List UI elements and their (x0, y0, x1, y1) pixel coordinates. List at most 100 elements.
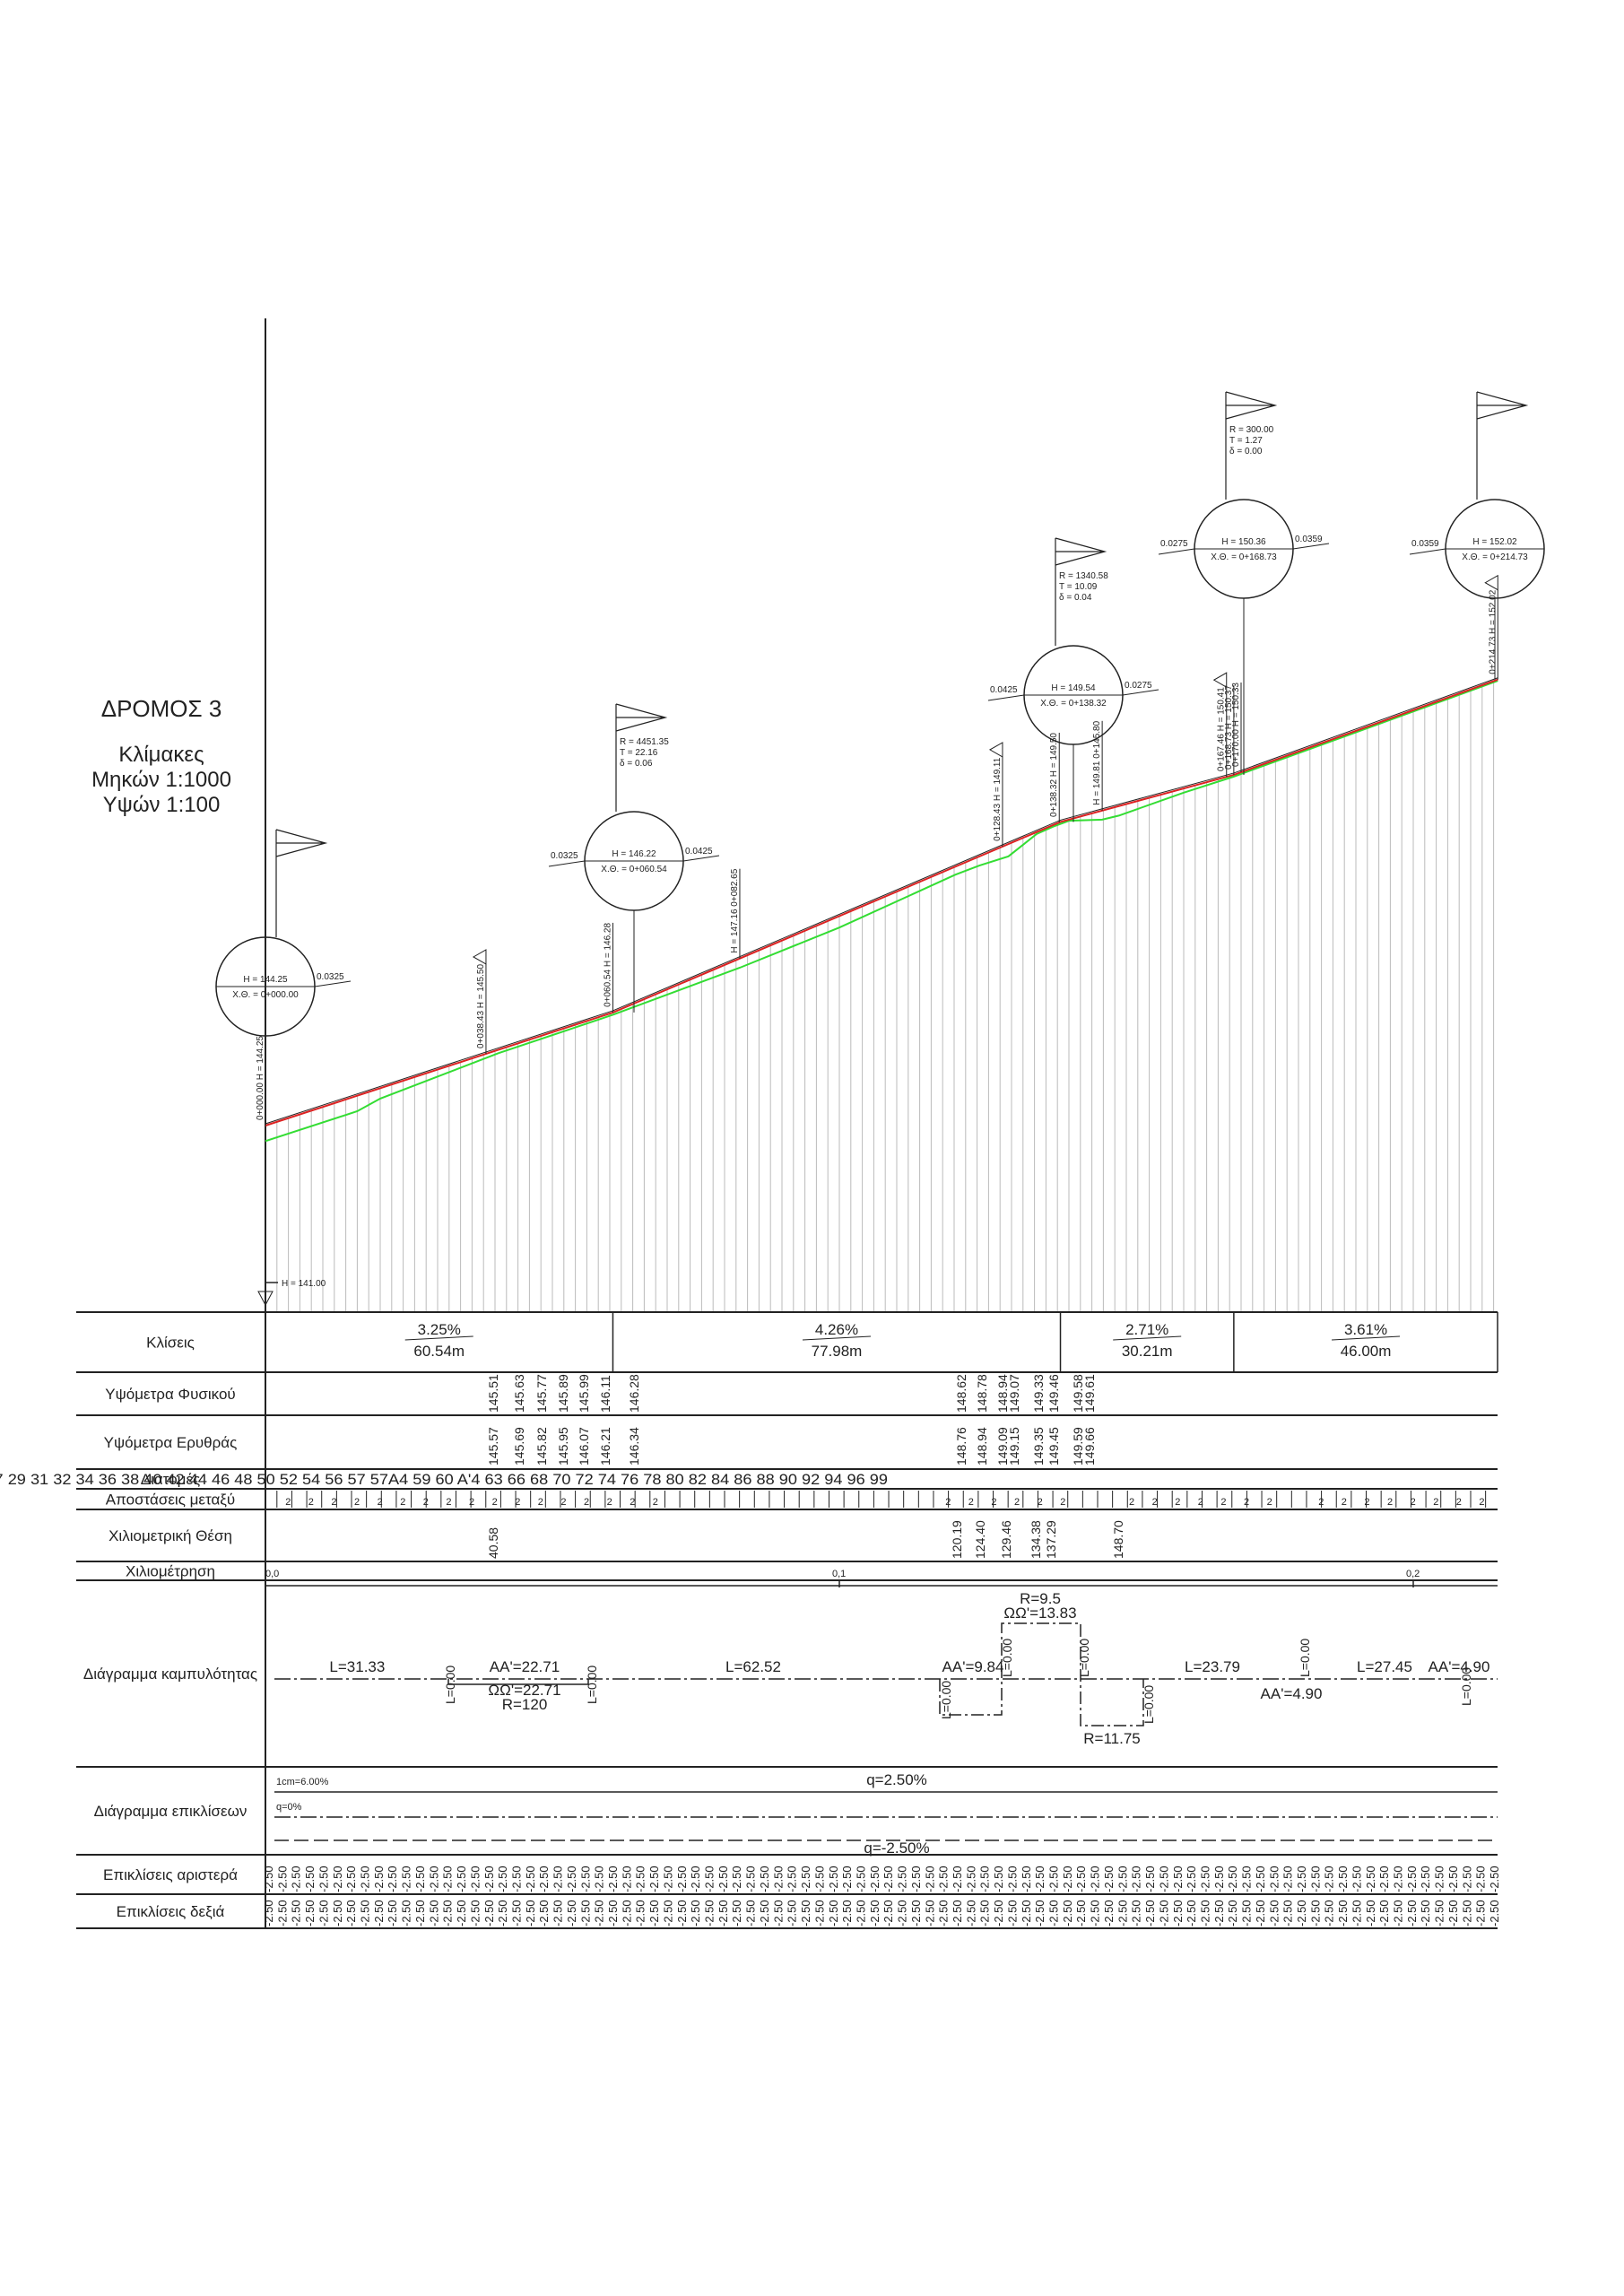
superelevation-right-value: -2.50 (1198, 1900, 1211, 1926)
superelevation-left-value: -2.50 (565, 1866, 578, 1892)
grade-out-leader (1292, 543, 1330, 550)
superelevation-right-value: -2.50 (620, 1900, 633, 1926)
red-elevation-value: 149.45 (1046, 1427, 1061, 1465)
superelevation-right-value: -2.50 (896, 1900, 909, 1926)
distance-value: 2 (331, 1497, 336, 1508)
superelevation-right-value: -2.50 (1047, 1900, 1061, 1926)
curve-2-radius: R=9.5 (1020, 1590, 1061, 1607)
superelevation-left-value: -2.50 (1419, 1866, 1432, 1892)
section-marker-triangle-icon (1212, 672, 1228, 689)
superelevation-right-value: -2.50 (262, 1900, 275, 1926)
superelevation-right-value: -2.50 (1143, 1900, 1157, 1926)
row-label-distances: Αποστάσεις μεταξύ (106, 1492, 235, 1509)
curve-2-spiral-4: L=0.00 (1142, 1685, 1156, 1724)
flag-icon (1055, 537, 1107, 566)
chainage-value: 120.19 (950, 1520, 964, 1559)
ground-elevation-value: 145.99 (577, 1374, 591, 1413)
distance-value: 2 (1014, 1497, 1020, 1508)
row-label-ground: Υψόμετρα Φυσικού (105, 1386, 235, 1403)
superelevation-left-value: -2.50 (290, 1866, 303, 1892)
pvi-elevation: H = 149.54 (1051, 683, 1096, 693)
superelevation-left-value: -2.50 (1033, 1866, 1046, 1892)
km-tick-label: 0,2 (1406, 1569, 1420, 1579)
superelevation-left-value: -2.50 (744, 1866, 758, 1892)
superelevation-right-value: -2.50 (1089, 1900, 1102, 1926)
scales-label: Κλίμακες (118, 743, 204, 767)
slope-fraction-bar (802, 1335, 872, 1341)
superelevation-left-value: -2.50 (634, 1866, 647, 1892)
row-label-chainage: Χιλιομετρική Θέση (109, 1527, 232, 1544)
superelevation-right-value: -2.50 (1157, 1900, 1170, 1926)
superelevation-right-value: -2.50 (331, 1900, 344, 1926)
superelevation-left-value: -2.50 (427, 1866, 440, 1892)
superelevation-left-value: -2.50 (675, 1866, 689, 1892)
grade-out-label: 0.0325 (317, 972, 344, 982)
superelevation-left-value: -2.50 (1212, 1866, 1226, 1892)
ground-elevation-value: 149.46 (1046, 1374, 1061, 1413)
red-elevation-value: 149.09 (995, 1427, 1010, 1465)
superelevation-left-value: -2.50 (1433, 1866, 1446, 1892)
horizontal-scale: Μηκών 1:1000 (91, 768, 231, 792)
superelevation-left-value: -2.50 (978, 1866, 992, 1892)
grade-line (265, 677, 1498, 1125)
superelevation-left-value: -2.50 (909, 1866, 923, 1892)
superelevation-left-value: -2.50 (951, 1866, 964, 1892)
vertical-curve-param: T = 10.09 (1059, 582, 1098, 592)
superelevation-left-value: -2.50 (854, 1866, 867, 1892)
distance-value: 2 (1152, 1497, 1158, 1508)
vertical-curve-param: δ = 0.06 (620, 759, 653, 769)
flag-icon (275, 829, 328, 857)
distance-value: 2 (1220, 1497, 1226, 1508)
vertical-curve-param: T = 1.27 (1229, 436, 1263, 446)
station-marker-label: 0+214.73 H = 152.02 (1488, 589, 1498, 674)
distance-value: 2 (1456, 1497, 1462, 1508)
curve-2-spiral-1: L=0.00 (939, 1681, 953, 1719)
superelevation-right-value: -2.50 (400, 1900, 413, 1926)
superelevation-left-value: -2.50 (468, 1866, 482, 1892)
distance-value: 2 (945, 1497, 951, 1508)
distance-value: 2 (538, 1497, 543, 1508)
superelevation-q-zero: q=0% (276, 1802, 302, 1813)
superelevation-left-value: -2.50 (441, 1866, 455, 1892)
vertical-curve-param: δ = 0.00 (1229, 447, 1263, 457)
curve-2-oo: ΩΩ'=13.83 (1003, 1605, 1076, 1622)
superelevation-right-value: -2.50 (1488, 1900, 1501, 1926)
superelevation-right-value: -2.50 (716, 1900, 730, 1926)
superelevation-left-value: -2.50 (359, 1866, 372, 1892)
curve-2-spiral-3: L=0.00 (1077, 1639, 1091, 1677)
tangent-length: L=62.52 (725, 1658, 781, 1675)
superelevation-right-value: -2.50 (661, 1900, 674, 1926)
superelevation-right-value: -2.50 (606, 1900, 620, 1926)
pvi-elevation: H = 146.22 (612, 849, 656, 859)
superelevation-left-value: -2.50 (455, 1866, 468, 1892)
distance-value: 2 (1060, 1497, 1065, 1508)
curve-1-shape (447, 1679, 589, 1685)
distance-value: 2 (1433, 1497, 1438, 1508)
station-marker-label: 0+170.00 H = 150.33 (1231, 683, 1241, 767)
distance-value: 2 (515, 1497, 520, 1508)
superelevation-left-value: -2.50 (331, 1866, 344, 1892)
superelevation-right-value: -2.50 (1005, 1900, 1019, 1926)
superelevation-right-value: -2.50 (427, 1900, 440, 1926)
superelevation-left-value: -2.50 (703, 1866, 716, 1892)
pvi-station: Χ.Θ. = 0+138.32 (1040, 699, 1107, 709)
superelevation-right-value: -2.50 (468, 1900, 482, 1926)
curve-2-radius-2: R=11.75 (1083, 1730, 1140, 1747)
superelevation-right-value: -2.50 (771, 1900, 785, 1926)
grade-out-leader (1122, 689, 1159, 696)
superelevation-left-value: -2.50 (992, 1866, 1005, 1892)
superelevation-right-value: -2.50 (730, 1900, 743, 1926)
superelevation-left-value: -2.50 (606, 1866, 620, 1892)
superelevation-left-value: -2.50 (661, 1866, 674, 1892)
red-elevation-value: 146.07 (577, 1427, 591, 1465)
flag-icon (1225, 391, 1278, 420)
red-elevation-value: 149.66 (1082, 1427, 1097, 1465)
superelevation-left-value: -2.50 (1240, 1866, 1254, 1892)
pvi-elevation: H = 150.36 (1221, 537, 1266, 547)
superelevation-left-value: -2.50 (1350, 1866, 1363, 1892)
superelevation-left-value: -2.50 (496, 1866, 509, 1892)
superelevation-q-positive: q=2.50% (866, 1771, 927, 1788)
superelevation-right-value: -2.50 (868, 1900, 881, 1926)
